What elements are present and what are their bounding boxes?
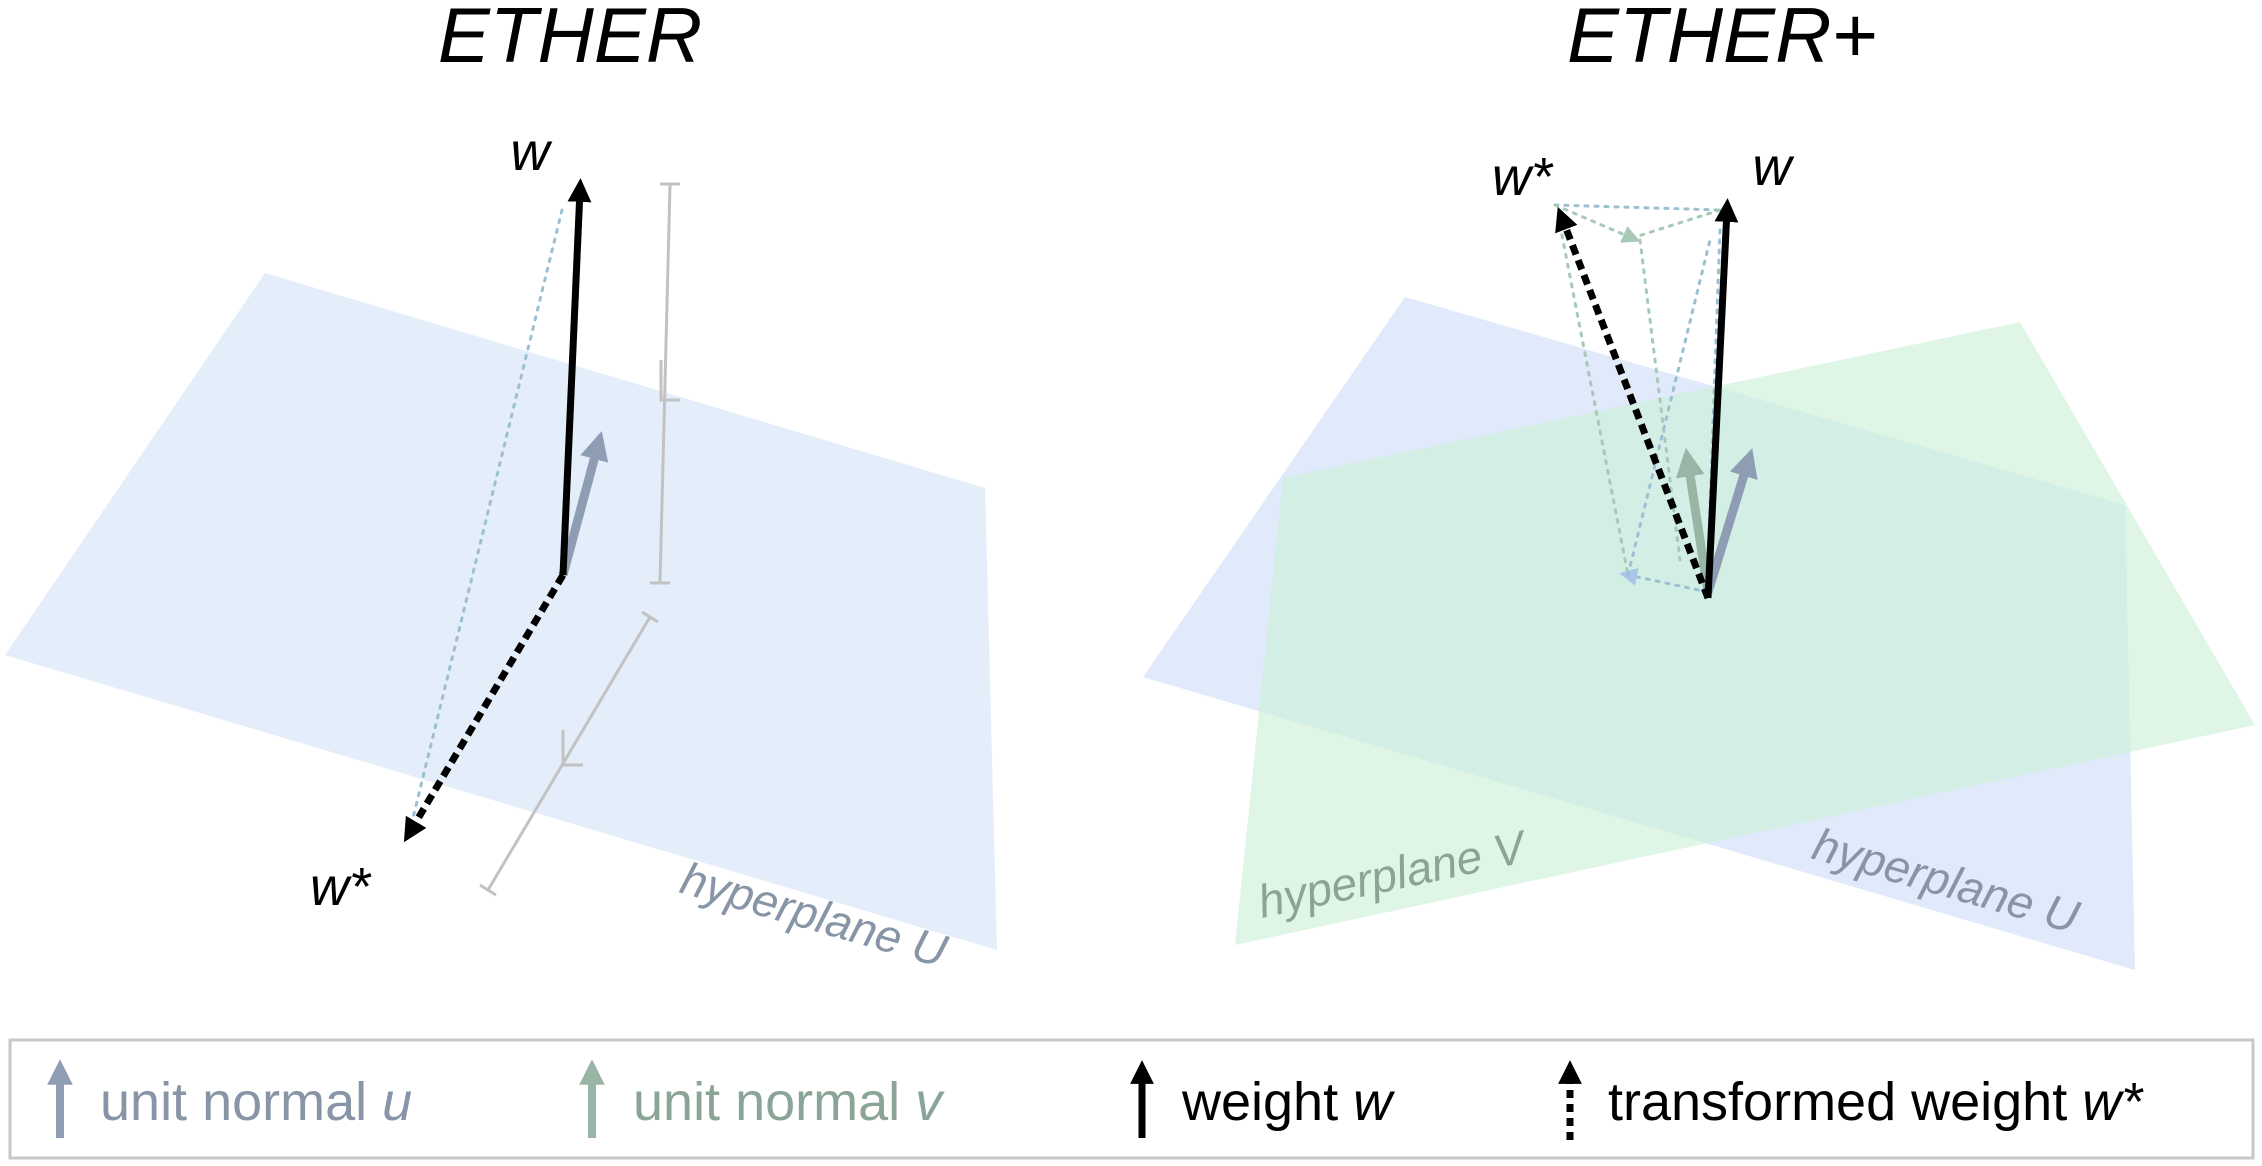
title-ether-plus: ETHER+ (1567, 0, 1877, 79)
w-label-left: w (511, 122, 553, 182)
length-marker-upper (650, 182, 680, 585)
transformed-weight-left (403, 573, 567, 843)
legend-label-transformed-weight: transformed weight w* (1608, 1072, 2144, 1132)
legend-label-unit-normal-v: unit normal v (633, 1072, 945, 1132)
w-star-label-left: w* (310, 857, 372, 917)
legend-label-weight: weight w (1181, 1072, 1395, 1132)
length-marker-lower (479, 610, 659, 897)
right-panel: w w* hyperplane U hyperplane V (1143, 137, 2255, 970)
unit-normal-u-right (1703, 448, 1758, 594)
legend-item-unit-normal-u: unit normal u (47, 1059, 412, 1138)
hyperplane-u-left (5, 273, 997, 950)
hyperplane-v-right (1235, 322, 2255, 945)
legend-item-transformed-weight: transformed weight w* (1558, 1060, 2144, 1140)
weight-w-right (1704, 198, 1739, 599)
w-label-right: w (1753, 137, 1795, 197)
unit-normal-u-left (558, 431, 609, 577)
left-panel: w w* hyperplane U (5, 122, 997, 977)
w-star-label-right: w* (1492, 147, 1554, 207)
transformed-weight-right (1555, 206, 1712, 600)
legend: unit normal u unit normal v weight w tra… (8, 1038, 2255, 1160)
legend-item-weight: weight w (1130, 1060, 1395, 1138)
unit-normal-v-right (1675, 447, 1713, 593)
weight-w-left (559, 178, 592, 576)
legend-label-unit-normal-u: unit normal u (100, 1072, 412, 1132)
legend-box (8, 1038, 2255, 1160)
title-ether: ETHER (438, 0, 702, 79)
legend-item-unit-normal-v: unit normal v (579, 1059, 945, 1138)
